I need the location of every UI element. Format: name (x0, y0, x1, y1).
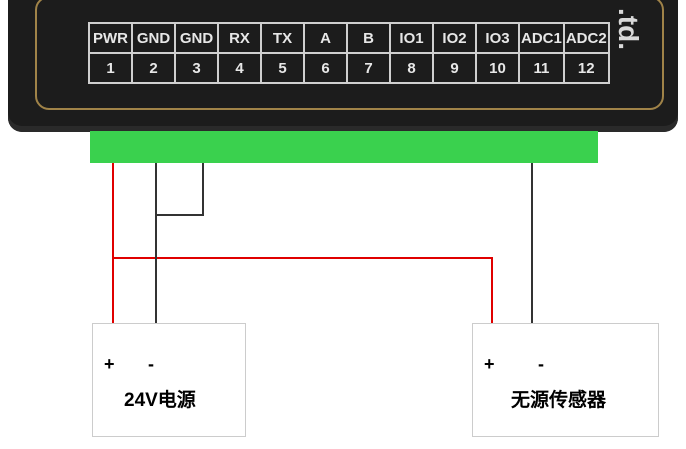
pin-name-adc1: ADC1 (518, 22, 565, 54)
pin-number-row: 1 2 3 4 5 6 7 8 9 10 11 12 (88, 52, 610, 84)
power-minus-sign: - (148, 354, 154, 374)
pin-name-io3: IO3 (475, 22, 520, 54)
pin-name-rx: RX (217, 22, 262, 54)
pin-name-tx: TX (260, 22, 305, 54)
pin-name-pwr: PWR (88, 22, 133, 54)
pin-number-3: 3 (174, 52, 219, 84)
power-plus-sign: + (104, 354, 115, 374)
sensor-box (472, 323, 659, 437)
pin-name-gnd-2: GND (174, 22, 219, 54)
pin-number-2: 2 (131, 52, 176, 84)
positive-sensor-wire (113, 257, 493, 323)
pin-name-a: A (303, 22, 348, 54)
sensor-label: 无源传感器 (511, 390, 607, 411)
pin-label-table: PWR GND GND RX TX A B IO1 IO2 IO3 ADC1 A… (88, 22, 610, 84)
pin-number-5: 5 (260, 52, 305, 84)
pin-number-11: 11 (518, 52, 565, 84)
pin-number-9: 9 (432, 52, 477, 84)
device-panel-outline (35, 0, 664, 110)
power-supply-label: 24V电源 (124, 390, 196, 411)
pin-name-adc2: ADC2 (562, 22, 610, 54)
gnd-bridge-wire (156, 163, 204, 216)
pin-number-8: 8 (389, 52, 434, 84)
pin-name-b: B (346, 22, 391, 54)
terminal-block (90, 131, 598, 163)
pin-name-io1: IO1 (389, 22, 434, 54)
power-supply-box (92, 323, 246, 437)
pin-number-4: 4 (217, 52, 262, 84)
pin-number-6: 6 (303, 52, 348, 84)
pin-name-row: PWR GND GND RX TX A B IO1 IO2 IO3 ADC1 A… (88, 22, 610, 54)
pin-number-1: 1 (88, 52, 133, 84)
sensor-minus-sign: - (538, 354, 544, 374)
pin-number-12: 12 (562, 52, 610, 84)
pin-name-io2: IO2 (432, 22, 477, 54)
pin-number-10: 10 (475, 52, 520, 84)
pin-number-7: 7 (346, 52, 391, 84)
sensor-plus-sign: + (484, 354, 495, 374)
pin-name-gnd-1: GND (131, 22, 176, 54)
